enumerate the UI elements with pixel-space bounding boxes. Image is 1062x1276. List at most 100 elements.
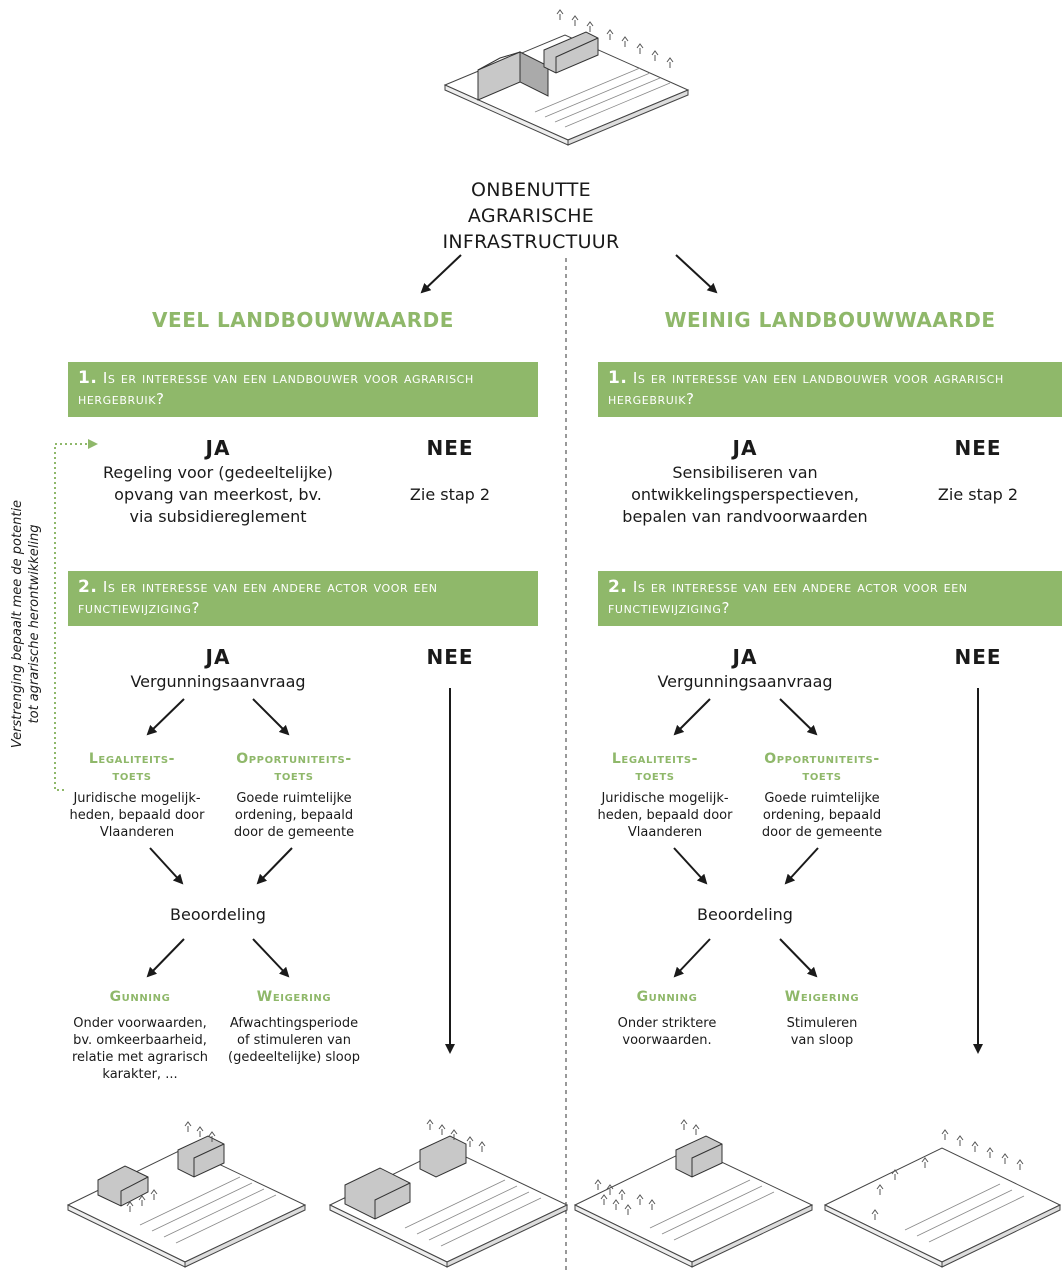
text-line: Juridische mogelijk- [601, 791, 729, 806]
text-line: ordening, bepaald [234, 808, 354, 823]
legaliteit-text-left: Juridische mogelijk- heden, bepaald door… [62, 790, 212, 841]
question-text: Is er interesse van een landbouwer voor … [608, 369, 1004, 408]
farm-illustration-bottom-3 [573, 1119, 814, 1268]
text-line: via subsidiereglement [129, 507, 307, 526]
text-line: (gedeeltelijke) sloop [228, 1050, 360, 1065]
right-arrows [673, 688, 983, 1054]
label-line: Legaliteits- [88, 751, 176, 767]
label-line: toets [112, 768, 152, 784]
top-title-line: INFRASTRUCTUUR [442, 231, 620, 253]
top-title-line: AGRARISCHE [467, 205, 595, 227]
arrow-right-split [675, 254, 718, 294]
gunning-text-right: Onder striktere voorwaarden. [587, 1015, 747, 1049]
q1-ja-text-left: Regeling voor (gedeeltelijke) opvang van… [78, 462, 358, 528]
q1-nee-text-right: Zie stap 2 [937, 485, 1019, 504]
label-line: Opportuniteits- [764, 751, 880, 767]
label-line: Legaliteits- [611, 751, 699, 767]
question-text: Is er interesse van een landbouwer voor … [78, 369, 474, 408]
text-line: Sensibiliseren van [672, 463, 818, 482]
text-line: Goede ruimtelijke [764, 791, 880, 806]
legaliteit-label-left: Legaliteits- toets [62, 751, 202, 785]
text-line: opvang van meerkost, bv. [114, 485, 322, 504]
side-note-line: Verstrenging bepaalt mee de potentie [10, 499, 25, 749]
text-line: bepalen van randvoorwaarden [622, 507, 868, 526]
question-1-bar-left: 1. Is er interesse van een landbouwer vo… [68, 362, 538, 417]
text-line: Afwachtingsperiode [229, 1016, 359, 1031]
farm-illustration-bottom-1 [66, 1121, 307, 1268]
q2-ja-left: JA [205, 645, 231, 669]
text-line: Onder striktere [617, 1016, 717, 1031]
farm-illustration-bottom-4 [823, 1129, 1062, 1268]
text-line: Juridische mogelijk- [73, 791, 201, 806]
question-number: 1. [78, 368, 98, 388]
column-heading-right: WEINIG LANDBOUWWAARDE [664, 308, 996, 332]
text-line: relatie met agrarisch [71, 1050, 208, 1065]
q2-nee-left: NEE [426, 645, 474, 669]
gunning-label-left: Gunning [109, 989, 171, 1005]
text-line: van sloop [790, 1033, 854, 1048]
question-number: 2. [608, 577, 628, 597]
column-heading-left: VEEL LANDBOUWWAARDE [152, 308, 454, 332]
question-1-bar-right: 1. Is er interesse van een landbouwer vo… [598, 362, 1062, 417]
opportuniteit-text-left: Goede ruimtelijke ordening, bepaald door… [219, 790, 369, 841]
side-loop-line [54, 439, 98, 791]
side-note-line: tot agrarische herontwikkeling [27, 524, 42, 724]
text-line: Regeling voor (gedeeltelijke) [103, 463, 333, 482]
beoordeling-right: Beoordeling [697, 905, 793, 924]
text-line: Onder voorwaarden, [73, 1016, 207, 1031]
text-line: Stimuleren [786, 1016, 858, 1031]
q1-nee-text-left: Zie stap 2 [409, 485, 491, 504]
text-line: bv. omkeerbaarheid, [73, 1033, 207, 1048]
text-line: Vlaanderen [99, 825, 175, 840]
weigering-label-right: Weigering [784, 989, 860, 1005]
text-line: karakter, ... [102, 1067, 178, 1082]
weigering-text-right: Stimuleren van sloop [747, 1015, 897, 1049]
text-line: ontwikkelingsperspectieven, [631, 485, 859, 504]
q1-ja-right: JA [732, 436, 758, 460]
weigering-text-left: Afwachtingsperiode of stimuleren van (ge… [219, 1015, 369, 1066]
text-line: Vlaanderen [627, 825, 703, 840]
question-number: 2. [78, 577, 98, 597]
opportuniteit-text-right: Goede ruimtelijke ordening, bepaald door… [747, 790, 897, 841]
text-line: heden, bepaald door [597, 808, 733, 823]
q1-nee-right: NEE [954, 436, 1002, 460]
q1-nee-left: NEE [426, 436, 474, 460]
text-line: of stimuleren van [237, 1033, 351, 1048]
label-line: toets [635, 768, 675, 784]
beoordeling-left: Beoordeling [170, 905, 266, 924]
farm-illustration-bottom-2 [328, 1119, 569, 1268]
gunning-text-left: Onder voorwaarden, bv. omkeerbaarheid, r… [60, 1015, 220, 1083]
question-number: 1. [608, 368, 628, 388]
top-title-line: ONBENUTTE [471, 179, 591, 201]
text-line: ordening, bepaald [762, 808, 882, 823]
side-note: Verstrenging bepaalt mee de potentie tot… [9, 444, 43, 804]
question-2-bar-right: 2. Is er interesse van een andere actor … [598, 571, 1062, 626]
aanvraag-left: Vergunningsaanvraag [130, 672, 306, 691]
q1-ja-text-right: Sensibiliseren van ontwikkelingsperspect… [595, 462, 895, 528]
q2-nee-right: NEE [954, 645, 1002, 669]
text-line: heden, bepaald door [69, 808, 205, 823]
farm-illustration-top [443, 9, 690, 146]
question-2-bar-left: 2. Is er interesse van een andere actor … [68, 571, 538, 626]
label-line: toets [802, 768, 842, 784]
q1-ja-left: JA [205, 436, 231, 460]
q2-ja-right: JA [732, 645, 758, 669]
text-line: door de gemeente [233, 825, 355, 840]
text-line: Goede ruimtelijke [236, 791, 352, 806]
gunning-label-right: Gunning [636, 989, 698, 1005]
arrow-left-split [420, 254, 462, 294]
question-text: Is er interesse van een andere actor voo… [78, 578, 438, 617]
legaliteit-label-right: Legaliteits- toets [585, 751, 725, 785]
legaliteit-text-right: Juridische mogelijk- heden, bepaald door… [590, 790, 740, 841]
opportuniteit-label-right: Opportuniteits- toets [742, 751, 902, 785]
label-line: toets [274, 768, 314, 784]
opportuniteit-label-left: Opportuniteits- toets [214, 751, 374, 785]
left-arrows [146, 688, 455, 1054]
text-line: voorwaarden. [622, 1033, 712, 1048]
aanvraag-right: Vergunningsaanvraag [657, 672, 833, 691]
top-title: ONBENUTTE AGRARISCHE INFRASTRUCTUUR [431, 177, 631, 255]
label-line: Opportuniteits- [236, 751, 352, 767]
text-line: door de gemeente [761, 825, 883, 840]
question-text: Is er interesse van een andere actor voo… [608, 578, 968, 617]
